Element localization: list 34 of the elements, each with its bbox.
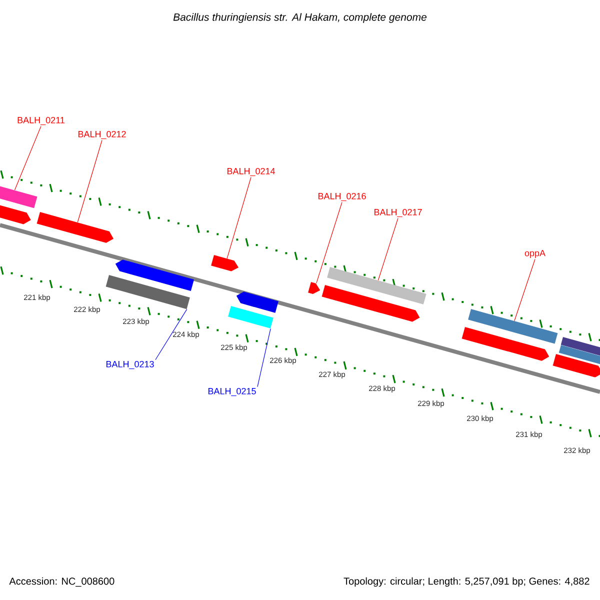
gene-feature bbox=[560, 337, 600, 357]
gene-label: BALH_0211 bbox=[18, 116, 64, 126]
gene-feature bbox=[115, 260, 194, 292]
gene-feature bbox=[211, 255, 239, 272]
leader-line bbox=[257, 328, 271, 388]
leader-line bbox=[316, 202, 342, 284]
gene-feature bbox=[228, 306, 274, 328]
gene-feature bbox=[462, 327, 550, 361]
leader-line bbox=[14, 126, 42, 190]
gene-label: BALH_0215 bbox=[208, 388, 256, 396]
gene-label: BALH_0212 bbox=[78, 130, 126, 140]
gene-feature bbox=[468, 309, 558, 344]
gene-feature bbox=[236, 292, 278, 313]
genome-info-text: Topology: circular; Length: 5,257,091 bp; Genes: 4,882 bbox=[344, 577, 590, 587]
gene-label: oppA bbox=[524, 250, 546, 258]
accession-text: Accession: NC_008600 bbox=[9, 577, 114, 587]
leader-line bbox=[378, 218, 398, 281]
gene-feature bbox=[327, 267, 426, 304]
gene-feature bbox=[0, 203, 31, 224]
gene-feature bbox=[558, 345, 600, 365]
gene-feature bbox=[36, 212, 114, 243]
gene-feature bbox=[0, 184, 38, 208]
gene-label: BALH_0216 bbox=[318, 192, 366, 202]
gene-feature bbox=[322, 285, 420, 322]
leader-line bbox=[155, 309, 188, 360]
gene-label: BALH_0217 bbox=[374, 208, 422, 218]
leader-line bbox=[77, 140, 102, 223]
title: Bacillus thuringiensis str. Al Hakam, complete genome bbox=[173, 13, 426, 23]
leader-line bbox=[226, 176, 252, 259]
gene-feature bbox=[308, 282, 320, 294]
gene-label: BALH_0214 bbox=[227, 168, 275, 176]
gene-feature bbox=[552, 354, 600, 378]
gene-feature bbox=[106, 275, 190, 310]
gene-label: BALH_0213 bbox=[106, 360, 154, 370]
